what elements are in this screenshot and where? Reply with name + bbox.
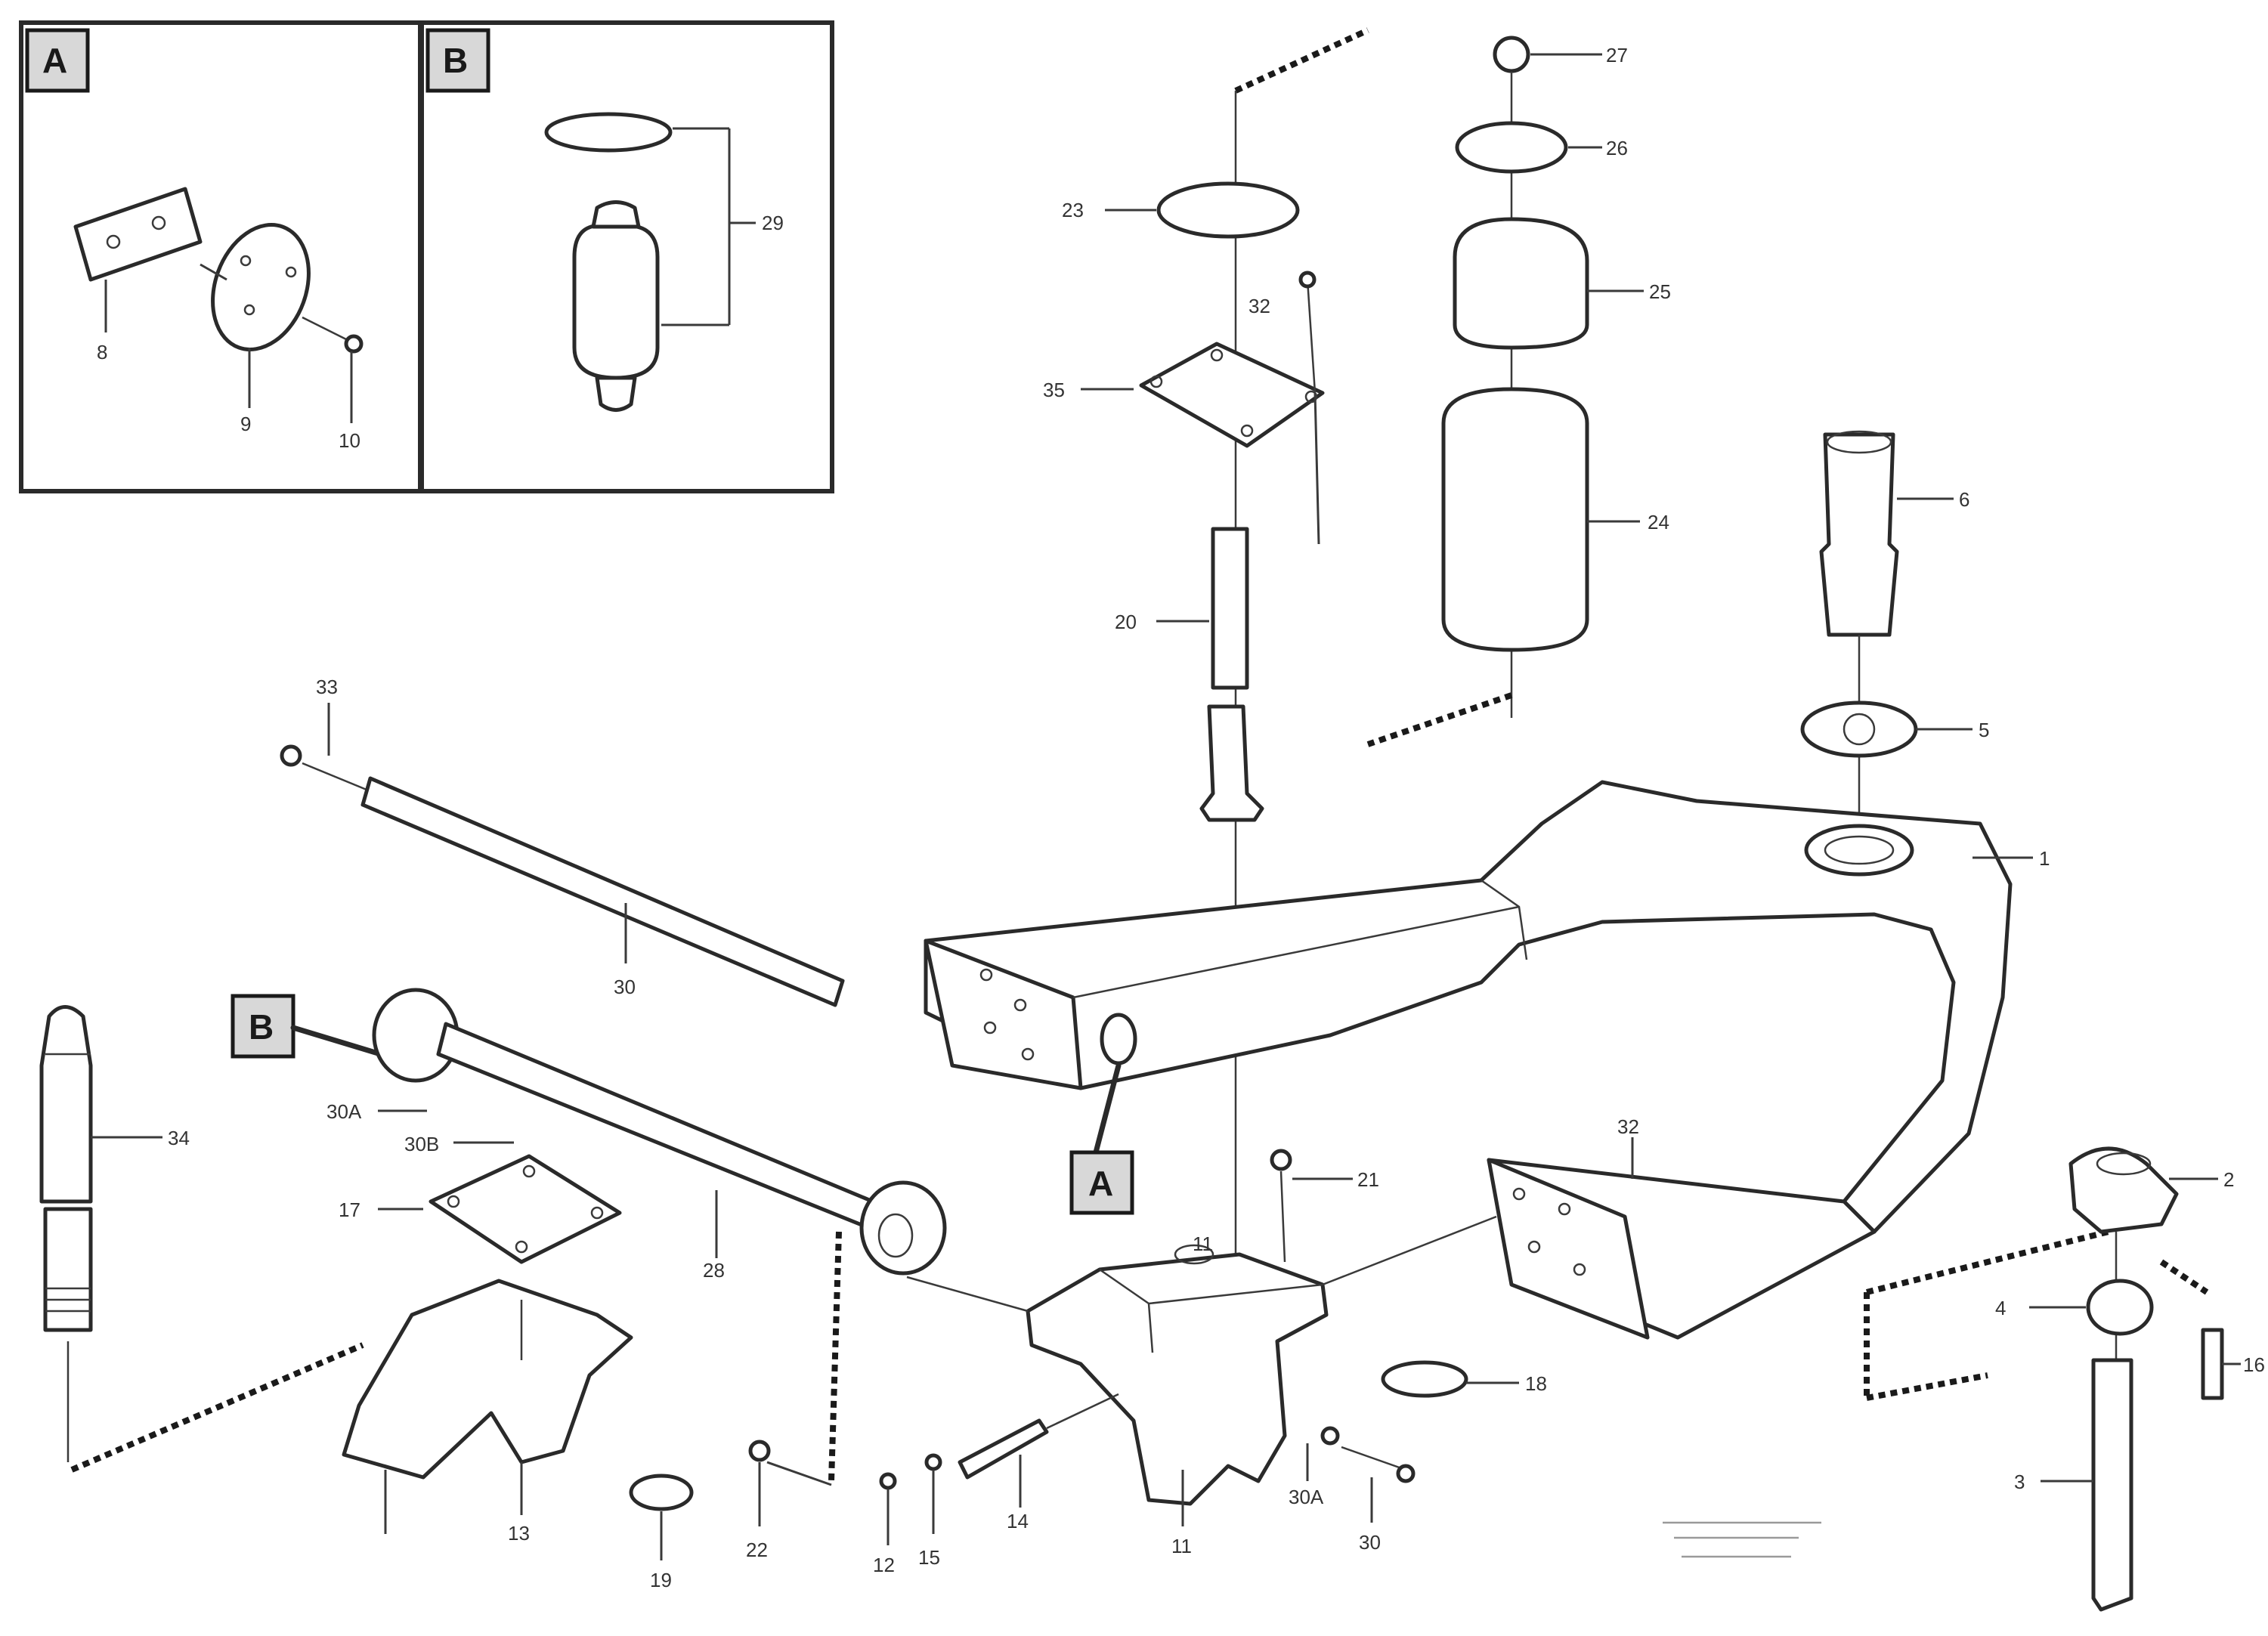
center-lower-parts: 21 14 12 15 11 30A 30 18	[873, 1149, 1547, 1576]
inset-b: B 29	[418, 20, 834, 493]
label-10: 10	[339, 429, 360, 452]
label-24: 24	[1648, 511, 1669, 533]
label-15: 15	[918, 1546, 940, 1569]
washer-5	[1800, 700, 1918, 758]
label-26: 26	[1606, 137, 1628, 159]
frame-body	[924, 780, 2013, 1234]
right-lower-parts: 2 4 3 16	[1995, 1146, 2265, 1612]
snap-ring	[544, 112, 673, 153]
inset-b-tag: B	[443, 41, 468, 80]
label-4: 4	[1995, 1297, 2006, 1319]
pin-14	[958, 1418, 1049, 1480]
cap-2	[2068, 1146, 2179, 1234]
stud	[1211, 527, 1249, 690]
label-32-top: 32	[1248, 295, 1270, 317]
label-13: 13	[508, 1522, 530, 1545]
label-8: 8	[97, 341, 107, 363]
right-upper-parts: 6 5	[1800, 430, 1989, 816]
frame-part-1: 1 32	[924, 780, 2109, 1401]
callout-b-box	[231, 994, 295, 1059]
bracket-plate	[73, 187, 203, 282]
tie-rod-30	[360, 776, 845, 1007]
frame-pin-hole	[1100, 1013, 1137, 1065]
mounting-plate	[1139, 342, 1325, 448]
upper-disc	[1156, 181, 1300, 239]
label-32-lower: 32	[1617, 1115, 1639, 1138]
shock-absorber-34	[39, 1005, 93, 1204]
rubber-bushing	[572, 223, 660, 380]
frame-bearing-seat	[1804, 824, 1914, 877]
label-30: 30	[614, 976, 636, 998]
ring-19	[629, 1474, 694, 1511]
inset-b-tag-box	[425, 28, 490, 93]
inset-a: A 8 9 10	[19, 20, 424, 493]
disc-part	[211, 223, 311, 351]
callout-a-text: A	[1088, 1164, 1113, 1203]
label-6: 6	[1959, 488, 1969, 511]
rod-eye-right	[859, 1180, 947, 1276]
callout-a: A	[1069, 1062, 1134, 1215]
spring-stack: 27 26 25 24	[1366, 36, 1671, 747]
label-30b: 30B	[404, 1133, 439, 1155]
label-1: 1	[2039, 847, 2050, 870]
label-9: 9	[240, 413, 251, 435]
drawing-reference	[1663, 1521, 1821, 1558]
label-5: 5	[1979, 719, 1989, 741]
bushing-4	[2086, 1279, 2154, 1336]
label-27: 27	[1606, 44, 1628, 66]
label-17: 17	[339, 1198, 360, 1221]
label-16: 16	[2243, 1353, 2265, 1376]
label-11-group: 11	[1193, 1232, 1213, 1255]
label-23: 23	[1062, 199, 1084, 221]
label-28: 28	[703, 1259, 725, 1282]
damper-25	[1453, 217, 1589, 350]
label-22: 22	[746, 1539, 768, 1561]
label-35: 35	[1043, 379, 1065, 401]
nut-27	[1493, 36, 1530, 73]
frame-left-end	[924, 939, 1083, 1090]
ring-18	[1381, 1360, 1468, 1398]
label-30-lower: 30	[1359, 1531, 1381, 1554]
label-21: 21	[1357, 1168, 1379, 1191]
inset-a-tag: A	[42, 41, 67, 80]
sleeve-6	[1819, 432, 1899, 637]
label-34: 34	[168, 1127, 190, 1149]
kingpin-bolt	[1199, 704, 1264, 822]
label-11-upper: 11	[1193, 1232, 1213, 1255]
pin-3	[2091, 1358, 2133, 1612]
label-14: 14	[1007, 1510, 1029, 1532]
left-parts: 33 30 34 B 28 30A 30B 17	[39, 676, 947, 1591]
rubber-spring-24	[1441, 387, 1589, 652]
vertical-stack-center: 23 35 32 20	[1043, 27, 1369, 1270]
label-3: 3	[2014, 1471, 2025, 1493]
label-20: 20	[1115, 611, 1137, 633]
axle-bracket-11	[1026, 1252, 1329, 1506]
label-19: 19	[650, 1569, 672, 1591]
label-33: 33	[316, 676, 338, 698]
label-30a-right: 30A	[1289, 1486, 1324, 1508]
label-2: 2	[2223, 1168, 2234, 1191]
callout-b-text: B	[249, 1007, 274, 1047]
bolt-16	[2201, 1328, 2224, 1400]
label-12: 12	[873, 1554, 895, 1576]
label-18: 18	[1525, 1372, 1547, 1395]
washer-26	[1455, 121, 1568, 174]
label-25: 25	[1649, 280, 1671, 303]
label-11-lower: 11	[1171, 1535, 1192, 1557]
label-30a-left: 30A	[326, 1100, 362, 1123]
callout-a-box	[1069, 1150, 1134, 1215]
bracket-13	[342, 1279, 633, 1480]
label-29: 29	[762, 212, 784, 234]
plate-17	[429, 1154, 622, 1264]
inset-a-tag-box	[25, 28, 90, 93]
